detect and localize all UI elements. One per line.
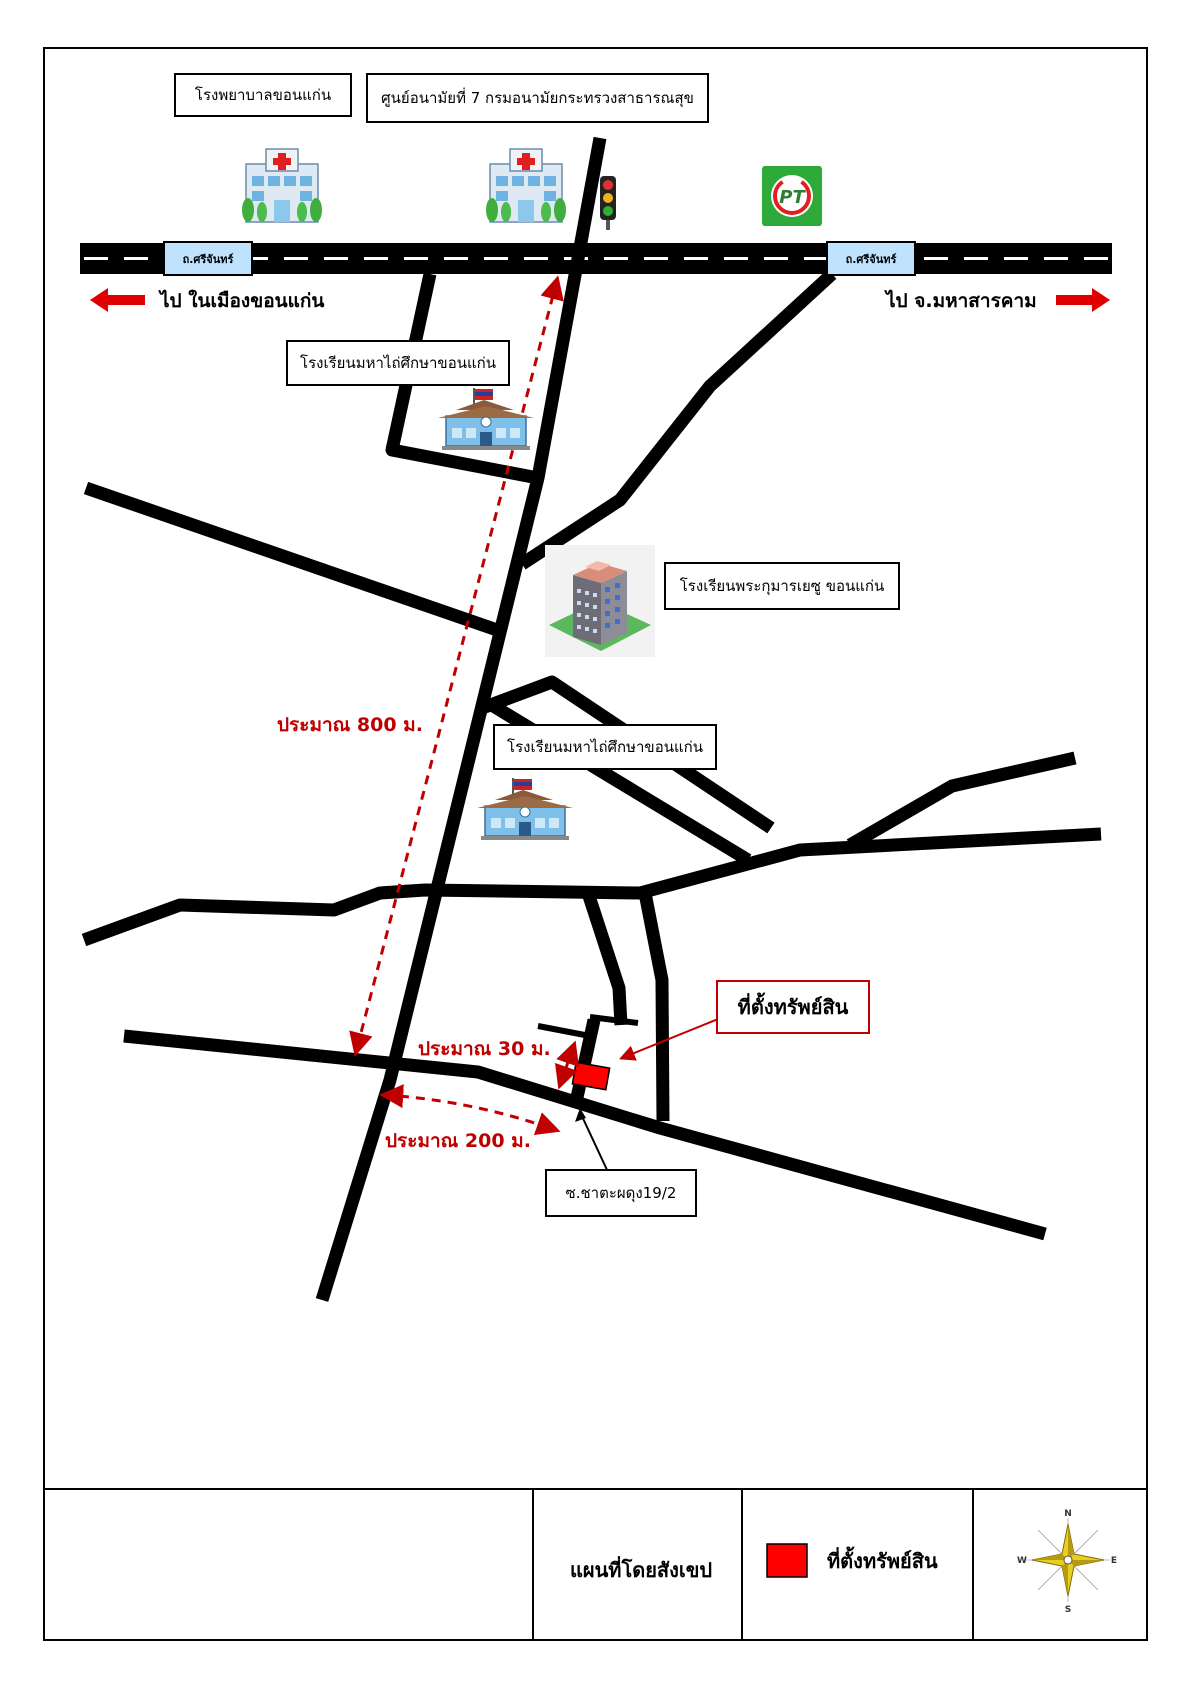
label-school-3: โรงเรียนมหาไถ่ศึกษาขอนแก่น [493, 724, 717, 770]
direction-right: ไป จ.มหาสารคาม [886, 290, 1037, 312]
map-frame [43, 47, 1148, 1641]
traffic-light-icon [600, 176, 616, 230]
road-w-crossing [83, 481, 503, 638]
road-soi-left [581, 890, 628, 1026]
svg-text:PT: PT [779, 187, 806, 208]
hospital-icon [242, 148, 322, 223]
arrow-left-icon [90, 288, 145, 312]
hospital-icon [486, 148, 566, 223]
road-tag-right: ถ.ศรีจันทร์ [826, 241, 916, 276]
road-soi-stub [569, 1018, 601, 1104]
soi-pointer-tip [575, 1108, 586, 1122]
soi-pointer-line [579, 1111, 609, 1173]
distance-lines [349, 275, 579, 1136]
distance-label-30: ประมาณ 30 ม. [418, 1038, 551, 1060]
road-ne-diagonal [518, 269, 837, 570]
road-south-main [123, 1029, 1047, 1241]
legend-title: แผนที่โดยสังเขป [570, 1558, 713, 1582]
road-east-branch [846, 751, 1077, 851]
school-icon [477, 778, 573, 840]
distance-label-800: ประมาณ 800 ม. [277, 714, 423, 736]
legend-table [44, 1488, 1147, 1640]
distance-line-800 [349, 275, 564, 1057]
legend-marker-label: ที่ตั้งทรัพย์สิน [827, 1549, 938, 1573]
road-soi-right [638, 891, 670, 1122]
building-icon [545, 545, 655, 657]
label-school-1: โรงเรียนมหาไถ่ศึกษาขอนแก่น [286, 340, 510, 386]
distance-line-30 [555, 1040, 579, 1090]
arrow-right-icon [1056, 288, 1110, 312]
compass-north: N [1064, 1509, 1072, 1519]
property-label: ที่ตั้งทรัพย์สิน [716, 980, 870, 1034]
compass-south: S [1065, 1605, 1071, 1615]
compass-west: W [1017, 1556, 1027, 1566]
road-tag-left: ถ.ศรีจันทร์ [163, 241, 253, 276]
school-icon [438, 388, 534, 450]
label-health-center: ศูนย์อนามัยที่ 7 กรมอนามัยกระทรวงสาธารณส… [366, 73, 709, 123]
pt-gas-station-icon: PT [762, 166, 822, 226]
compass-east: E [1111, 1556, 1117, 1566]
compass-icon: N S E W [1017, 1509, 1117, 1615]
legend-marker [766, 1543, 808, 1578]
label-soi: ซ.ชาตะผดุง19/2 [545, 1169, 697, 1217]
direction-left: ไป ในเมืองขอนแก่น [160, 290, 325, 312]
label-hospital: โรงพยาบาลขอนแก่น [174, 73, 352, 117]
property-pointer-line [619, 1014, 729, 1061]
distance-line-200 [379, 1084, 561, 1136]
distance-label-200: ประมาณ 200 ม. [385, 1130, 531, 1152]
label-school-2: โรงเรียนพระกุมารเยซู ขอนแก่น [664, 562, 900, 610]
